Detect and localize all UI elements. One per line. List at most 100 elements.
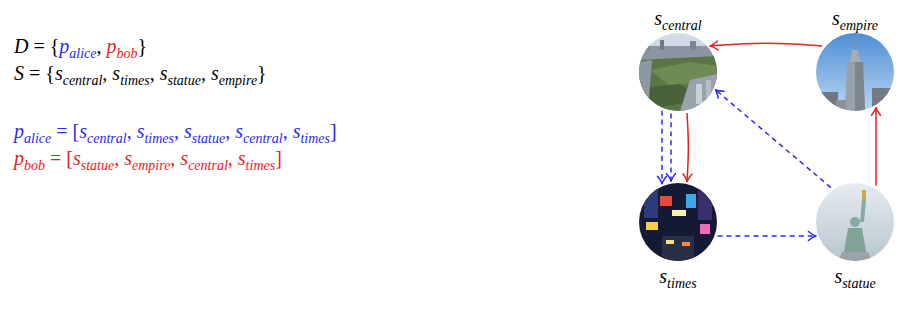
symbol-letter: s <box>834 265 842 287</box>
symbol-letter: s <box>112 62 120 84</box>
symbol-letter: s <box>659 265 667 287</box>
symbol-letter: s <box>73 147 81 169</box>
symbol-subscript: empire <box>840 18 878 33</box>
math-symbol: S <box>14 62 24 84</box>
math-symbol: stimes <box>293 120 330 142</box>
math-symbol: sstatue <box>834 265 875 287</box>
math-symbol: D <box>14 35 28 57</box>
location-node: scentral <box>639 6 717 111</box>
photo-circle <box>816 33 894 111</box>
symbol-letter: s <box>654 7 662 29</box>
symbol-letter: s <box>137 120 145 142</box>
symbol-letter: p <box>14 147 24 169</box>
math-symbol: sstatue <box>160 62 201 84</box>
symbol-subscript: statue <box>81 158 114 173</box>
formula: pbob = [sstatue, sempire, scentral, stim… <box>14 145 282 171</box>
math-punctuation: , <box>127 120 137 142</box>
photo-circle <box>816 183 894 261</box>
symbol-subscript: central <box>188 158 228 173</box>
formula: palice = [scentral, stimes, sstatue, sce… <box>14 118 337 144</box>
math-symbol: scentral <box>235 120 282 142</box>
symbol-letter: s <box>293 120 301 142</box>
formula: D = { palice, pbob} <box>14 33 147 59</box>
node-label: sempire <box>832 6 878 30</box>
park-photo <box>639 33 717 111</box>
symbol-letter: S <box>14 62 24 84</box>
math-symbol: sempire <box>832 7 878 29</box>
symbol-subscript: times <box>667 276 697 291</box>
math-symbol: scentral <box>55 62 102 84</box>
math-punctuation: , <box>228 147 238 169</box>
math-symbol: scentral <box>654 7 701 29</box>
formula: S = {scentral, stimes, sstatue, sempire} <box>14 60 267 86</box>
symbol-subscript: alice <box>24 131 51 146</box>
symbol-subscript: times <box>144 131 174 146</box>
math-symbol: scentral <box>180 147 227 169</box>
math-punctuation: ] <box>330 120 337 142</box>
symbol-subscript: times <box>120 73 150 88</box>
math-symbol: stimes <box>112 62 149 84</box>
photo-circle <box>639 33 717 111</box>
photo-circle <box>639 183 717 261</box>
math-symbol: stimes <box>659 265 696 287</box>
symbol-subscript: empire <box>132 158 170 173</box>
symbol-letter: s <box>184 120 192 142</box>
location-node: sempire <box>816 6 894 111</box>
math-punctuation: , <box>170 147 180 169</box>
symbol-subscript: central <box>662 18 702 33</box>
symbol-subscript: statue <box>168 73 201 88</box>
symbol-subscript: alice <box>69 46 96 61</box>
route-arrow <box>715 89 831 187</box>
empire-photo <box>816 33 894 112</box>
times-photo <box>639 183 717 261</box>
symbol-letter: s <box>180 147 188 169</box>
node-label: stimes <box>659 264 696 288</box>
math-symbol: sempire <box>124 147 170 169</box>
math-punctuation: } <box>138 35 148 57</box>
symbol-subscript: central <box>243 131 283 146</box>
symbol-subscript: central <box>87 131 127 146</box>
math-punctuation: = [ <box>45 147 73 169</box>
math-punctuation: , <box>225 120 235 142</box>
symbol-letter: s <box>160 62 168 84</box>
symbol-subscript: bob <box>117 46 138 61</box>
math-punctuation: = [ <box>51 120 79 142</box>
math-symbol: pbob <box>14 147 45 169</box>
symbol-subscript: central <box>63 73 103 88</box>
symbol-subscript: bob <box>24 158 45 173</box>
symbol-subscript: times <box>300 131 330 146</box>
symbol-subscript: statue <box>842 276 875 291</box>
node-label: scentral <box>654 6 701 30</box>
symbol-subscript: statue <box>192 131 225 146</box>
math-symbol: sstatue <box>184 120 225 142</box>
symbol-letter: p <box>14 120 24 142</box>
symbol-letter: p <box>107 35 117 57</box>
math-symbol: pbob <box>107 35 138 57</box>
math-punctuation: , <box>114 147 124 169</box>
location-node: sstatue <box>816 183 894 288</box>
symbol-letter: s <box>55 62 63 84</box>
location-node: stimes <box>639 183 717 288</box>
math-punctuation: , <box>150 62 160 84</box>
math-punctuation: = { <box>28 35 59 57</box>
math-symbol: sempire <box>211 62 257 84</box>
math-punctuation: ] <box>275 147 282 169</box>
route-arrow <box>875 107 877 185</box>
math-punctuation: , <box>97 35 107 57</box>
math-symbol: palice <box>14 120 51 142</box>
math-punctuation: = { <box>24 62 55 84</box>
symbol-letter: s <box>79 120 87 142</box>
symbol-letter: s <box>211 62 219 84</box>
statue-photo <box>816 183 894 261</box>
math-punctuation: } <box>257 62 267 84</box>
symbol-letter: s <box>124 147 132 169</box>
route-arrow <box>687 113 688 182</box>
math-symbol: sstatue <box>73 147 114 169</box>
symbol-letter: D <box>14 35 28 57</box>
math-punctuation: , <box>102 62 112 84</box>
route-arrow <box>670 113 672 181</box>
math-punctuation: , <box>174 120 184 142</box>
symbol-subscript: times <box>246 158 276 173</box>
route-arrow <box>718 235 817 237</box>
symbol-letter: s <box>238 147 246 169</box>
